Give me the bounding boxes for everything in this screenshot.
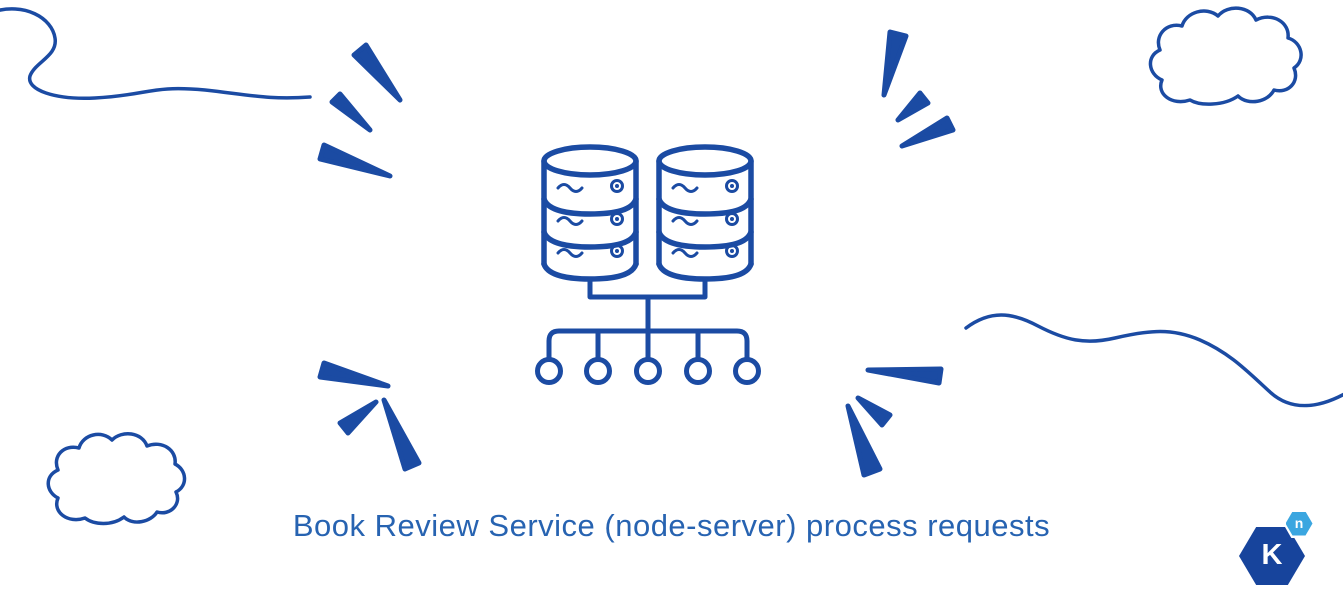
squiggle-line-top-left-icon — [0, 7, 312, 100]
sparkle-burst-bottom-left-icon — [317, 360, 422, 472]
cloud-top-right-icon — [1148, 6, 1303, 106]
sparkle-burst-top-right-icon — [881, 29, 956, 149]
request-node-icon — [733, 357, 761, 385]
request-node-icon — [535, 357, 563, 385]
knative-n-hexagon: n — [1285, 511, 1313, 536]
database-left-icon — [541, 144, 639, 282]
sparkle-burst-bottom-right-icon — [845, 366, 944, 478]
knative-logo: K n — [1239, 509, 1315, 585]
logo-letter-k: K — [1261, 538, 1283, 571]
request-node-icon — [684, 357, 712, 385]
caption: Book Review Service (node-server) proces… — [292, 508, 1051, 543]
database-right-icon — [656, 144, 754, 282]
fanout-connector — [535, 276, 761, 385]
cloud-bottom-left-icon — [46, 432, 187, 526]
sparkle-burst-top-left-icon — [317, 42, 403, 179]
request-node-icon — [584, 357, 612, 385]
squiggle-line-right-icon — [964, 313, 1343, 408]
request-node-icon — [634, 357, 662, 385]
logo-letter-n: n — [1294, 514, 1304, 531]
